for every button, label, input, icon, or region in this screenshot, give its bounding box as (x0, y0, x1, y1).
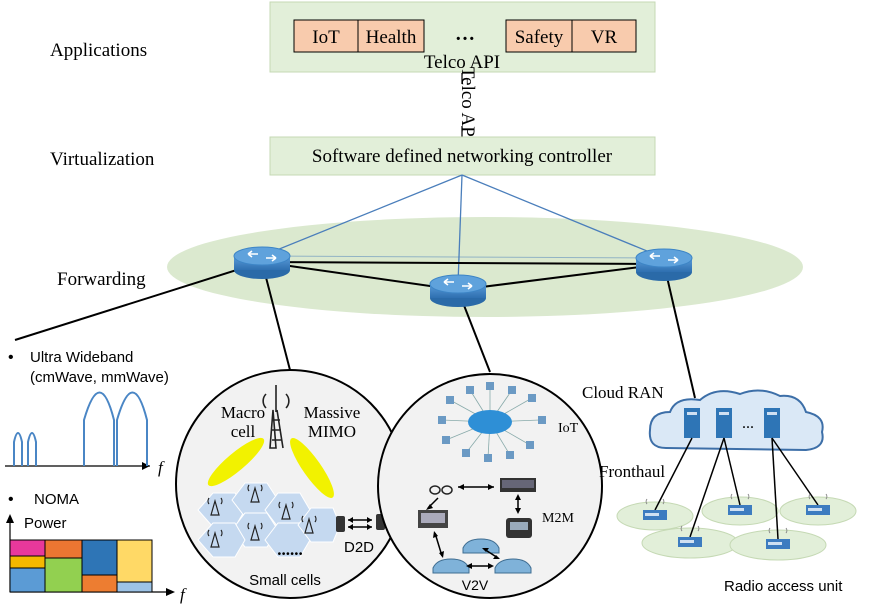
noma-bullet: • (8, 491, 14, 508)
iot-label: IoT (558, 421, 579, 436)
app-box-vr (571, 19, 637, 53)
iot-circle: IoT M2M V2V (377, 373, 603, 599)
macro-tower-icon (262, 385, 290, 449)
sdn-controller-box (269, 136, 656, 176)
fronthaul-links (654, 437, 819, 540)
layer-label-applications: Applications (50, 40, 147, 61)
macro-label-line1: Macro (221, 403, 265, 422)
d2d-label: D2D (344, 539, 374, 556)
radio-access-unit-icons (643, 493, 830, 549)
noma-power-label: Power (24, 515, 67, 532)
layer-label-virtualization: Virtualization (50, 149, 155, 170)
macro-label-line2: cell (231, 422, 256, 441)
cellular-circle: Macro cell Massive MIMO ...... D2D Small… (175, 369, 405, 599)
fronthaul-label: Fronthaul (599, 462, 665, 481)
app-label-health: Health (366, 27, 417, 48)
beam-right (290, 438, 334, 498)
data-plane-links (14, 261, 696, 399)
m2m-devices-icon (418, 478, 536, 538)
app-box-iot (293, 19, 359, 53)
router-right (635, 248, 693, 281)
iot-cloud-icon (438, 382, 546, 462)
noma-axis-f: f (180, 585, 187, 604)
layer-label-forwarding: Forwarding (57, 269, 146, 290)
small-cell-tower-icons (207, 484, 317, 548)
small-cells-label: Small cells (249, 572, 321, 589)
app-label-vr: VR (591, 27, 618, 48)
app-box-health (357, 19, 425, 53)
uwb-title: Ultra Wideband (30, 349, 133, 366)
massive-mimo-label-line2: MIMO (308, 422, 356, 441)
router-left (233, 246, 291, 279)
sdn-controller-label: Software defined networking controller (312, 146, 613, 167)
v2v-label: V2V (462, 577, 489, 593)
cloud-ran-label: Cloud RAN (582, 383, 664, 402)
applications-layer: IoT Health … Safety VR Telco API (269, 1, 656, 73)
app-label-ellipsis: … (455, 23, 475, 45)
uwb-bullet: • (8, 349, 14, 366)
uwb-spectrum-plot: f (5, 391, 165, 477)
control-links (261, 174, 665, 285)
app-label-safety: Safety (515, 27, 564, 48)
telco-api-vertical-label: Telco API (457, 67, 478, 143)
radio-access-unit-label: Radio access unit (724, 578, 843, 595)
noma-title: NOMA (34, 491, 79, 508)
massive-mimo-label-line1: Massive (304, 403, 361, 422)
forwarding-plane (167, 217, 803, 317)
noma-resource-grid: f (6, 514, 187, 604)
cloud-ran-dots: ... (742, 415, 754, 432)
uwb-axis-f: f (158, 458, 165, 477)
app-label-iot: IoT (312, 27, 340, 48)
m2m-label: M2M (542, 511, 574, 526)
router-middle (429, 274, 487, 307)
telco-api-label: Telco API (424, 52, 500, 73)
v2v-cars-icon (432, 531, 532, 574)
beam-left (207, 437, 265, 487)
router-top-link (261, 255, 665, 259)
small-cells-dots: ...... (277, 540, 303, 559)
uwb-subtitle: (cmWave, mmWave) (30, 369, 169, 386)
cloud-ran-cloud: ... (648, 389, 824, 452)
